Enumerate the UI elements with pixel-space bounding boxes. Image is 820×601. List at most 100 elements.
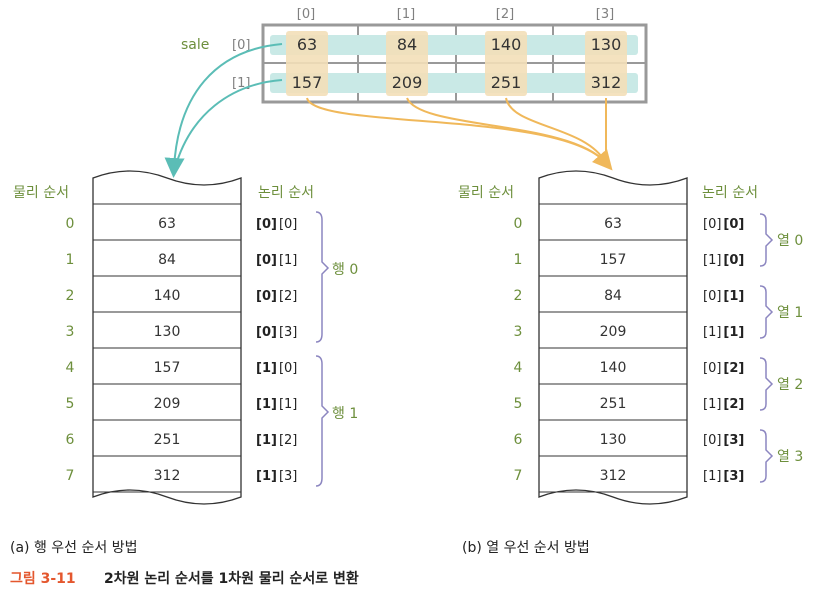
group-label: 열 1: [777, 305, 803, 321]
array-cells: 63 84 140 130 157 209 251 312: [292, 35, 622, 92]
memory-value: 130: [154, 324, 181, 340]
group-bracket: [315, 355, 330, 487]
row-major-arrows: [164, 43, 283, 178]
group-label: 행 1: [332, 406, 358, 422]
array-cell: 209: [392, 73, 423, 92]
col-index-1: [1]: [397, 7, 415, 22]
col-index-3: [3]: [596, 7, 614, 22]
figure-title: 2차원 논리 순서를 1차원 물리 순서로 변환: [104, 570, 359, 587]
physical-index: 5: [66, 396, 75, 412]
logical-index: [0][3]: [256, 325, 297, 340]
physical-index: 0: [66, 216, 75, 232]
memory-value: 251: [600, 396, 627, 412]
logical-index: [1][1]: [703, 325, 744, 340]
header-physical-order: 물리 순서: [13, 185, 69, 201]
memory-value: 130: [600, 432, 627, 448]
logical-index: [0][2]: [256, 289, 297, 304]
figure-caption: 그림 3-11 2차원 논리 순서를 1차원 물리 순서로 변환: [10, 570, 359, 587]
group-label: 행 0: [332, 262, 358, 278]
array-cell: 140: [491, 35, 522, 54]
orange-arrow: [406, 97, 607, 164]
logical-index: [1][2]: [703, 397, 744, 412]
logical-index-list: [0][0] [0][1] [0][2] [0][3] [1][0] [1][1…: [256, 217, 297, 484]
teal-arrow: [174, 79, 283, 169]
array-cell: 63: [297, 35, 317, 54]
logical-index: [1][1]: [256, 397, 297, 412]
orange-arrow: [505, 97, 607, 164]
physical-index: 4: [514, 360, 523, 376]
logical-index-list: [0][0] [1][0] [0][1] [1][1] [0][2] [1][2…: [703, 217, 744, 484]
logical-index: [1][3]: [256, 469, 297, 484]
memory-value: 63: [604, 216, 622, 232]
col-highlight-band: [286, 31, 328, 96]
header-physical-order: 물리 순서: [458, 185, 514, 201]
logical-index: [0][0]: [703, 217, 744, 232]
row-highlight-band: [270, 35, 638, 55]
physical-index: 1: [66, 252, 75, 268]
col-major-panel: 물리 순서 논리 순서 0 1 2 3 4 5 6 7 63 157 84 20…: [458, 170, 803, 556]
memory-value: 209: [600, 324, 627, 340]
memory-value: 209: [154, 396, 181, 412]
memory-value: 84: [158, 252, 176, 268]
logical-index: [1][0]: [256, 361, 297, 376]
memory-value: 157: [154, 360, 181, 376]
logical-index: [1][2]: [256, 433, 297, 448]
memory-value: 251: [154, 432, 181, 448]
physical-index: 7: [66, 468, 75, 484]
header-logical-order: 논리 순서: [702, 185, 758, 201]
array-name: sale: [181, 37, 209, 53]
memory-column-b: [538, 170, 688, 505]
group-bracket: [759, 285, 774, 339]
physical-index: 5: [514, 396, 523, 412]
logical-index: [0][1]: [703, 289, 744, 304]
header-logical-order: 논리 순서: [258, 185, 314, 201]
group-bracket: [759, 429, 774, 483]
col-major-arrows: [306, 97, 613, 171]
memory-value: 157: [600, 252, 627, 268]
physical-index: 3: [514, 324, 523, 340]
col-index-0: [0]: [297, 7, 315, 22]
array-cell: 84: [397, 35, 417, 54]
source-array: [0] [1] [2] [3] sale [0] [1] 63 84 140 1…: [181, 7, 648, 104]
memory-value: 312: [154, 468, 181, 484]
row-index-0: [0]: [232, 38, 250, 53]
figure-label: 그림 3-11: [10, 571, 76, 587]
caption-a: (a) 행 우선 순서 방법: [10, 540, 137, 556]
array-cell: 312: [591, 73, 622, 92]
memory-column-a: [92, 170, 242, 505]
row-major-panel: 물리 순서 논리 순서 0 1 2 3 4 5 6 7 63 84 140 13…: [10, 170, 358, 556]
col-index-labels: [0] [1] [2] [3]: [297, 7, 614, 22]
memory-value: 140: [154, 288, 181, 304]
memory-value: 84: [604, 288, 622, 304]
group-label: 열 2: [777, 377, 803, 393]
logical-index: [1][3]: [703, 469, 744, 484]
logical-index: [0][2]: [703, 361, 744, 376]
physical-index: 2: [66, 288, 75, 304]
array-cell: 157: [292, 73, 323, 92]
array-cell: 251: [491, 73, 522, 92]
col-highlight-band: [585, 31, 627, 96]
logical-index: [0][1]: [256, 253, 297, 268]
logical-index: [0][0]: [256, 217, 297, 232]
physical-index: 1: [514, 252, 523, 268]
group-bracket: [315, 211, 330, 343]
group-bracket: [759, 357, 774, 411]
memory-value: 63: [158, 216, 176, 232]
physical-index: 6: [66, 432, 75, 448]
caption-b: (b) 열 우선 순서 방법: [462, 540, 590, 556]
col-index-2: [2]: [496, 7, 514, 22]
physical-index: 6: [514, 432, 523, 448]
teal-arrow: [164, 43, 283, 178]
group-label: 열 3: [777, 449, 803, 465]
physical-index: 7: [514, 468, 523, 484]
physical-index: 3: [66, 324, 75, 340]
logical-index: [1][0]: [703, 253, 744, 268]
group-label: 열 0: [777, 233, 803, 249]
group-bracket: [759, 213, 774, 267]
memory-value: 140: [600, 360, 627, 376]
logical-index: [0][3]: [703, 433, 744, 448]
array-cell: 130: [591, 35, 622, 54]
memory-value: 312: [600, 468, 627, 484]
physical-index: 2: [514, 288, 523, 304]
